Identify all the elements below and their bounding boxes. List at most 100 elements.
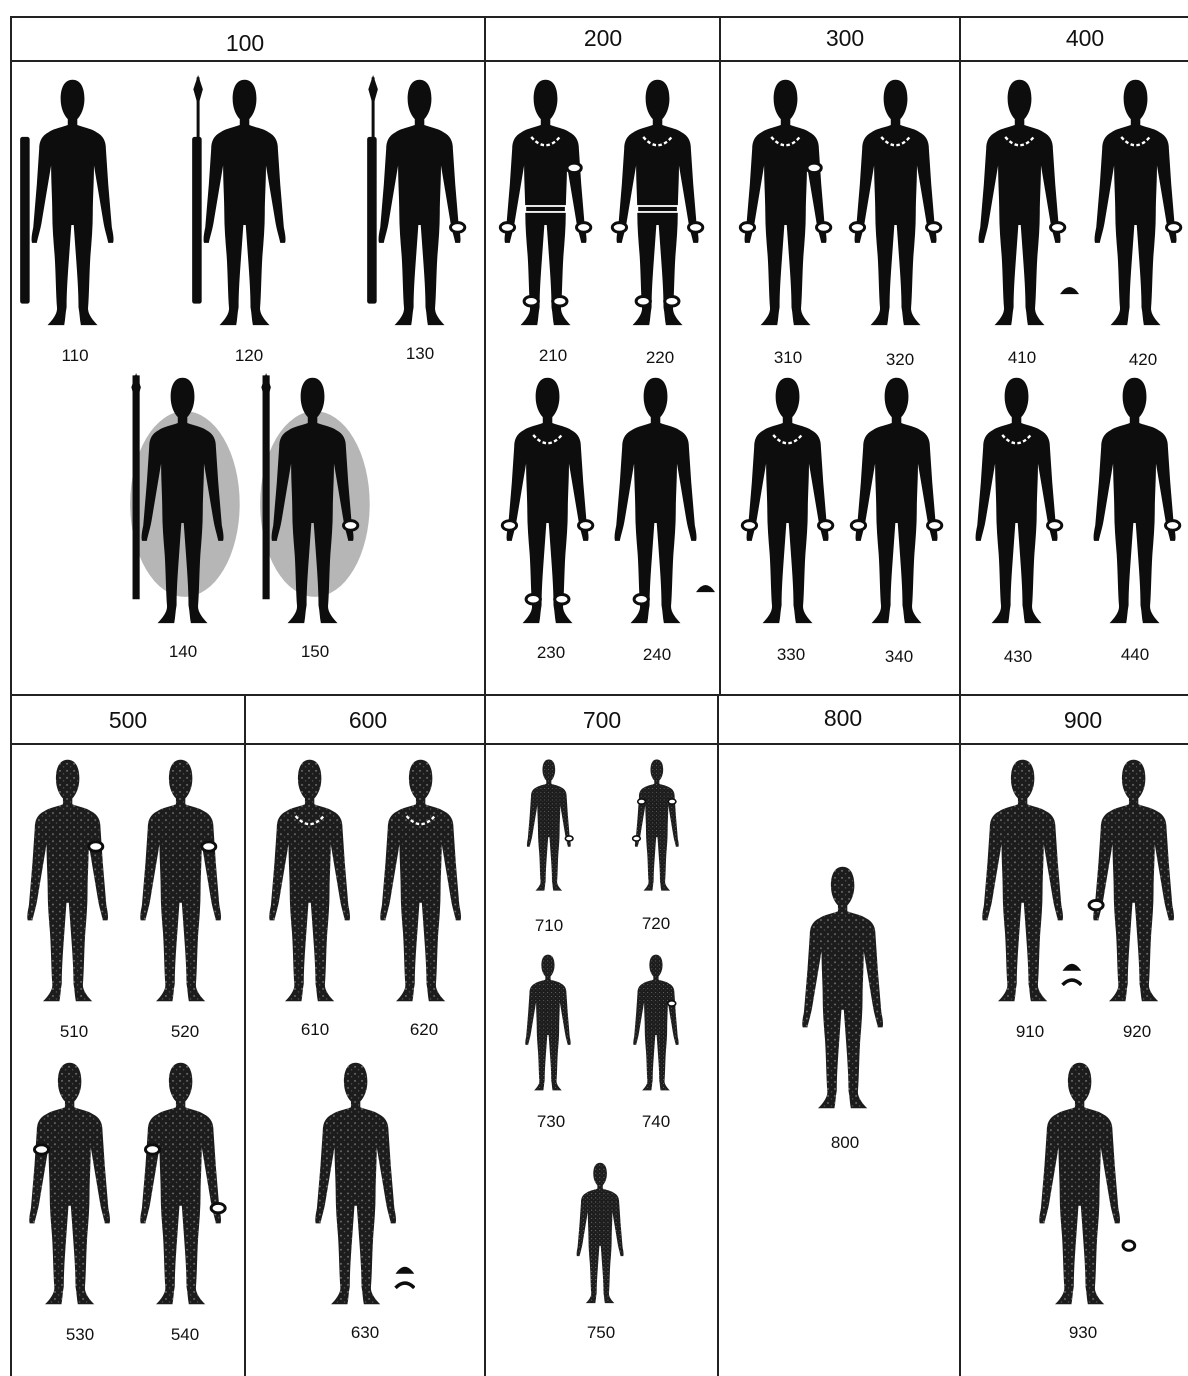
figure-label-920: 920 (1123, 1022, 1151, 1042)
figure-430 (957, 373, 1076, 635)
silhouette-icon (855, 80, 937, 325)
wrist-ring-icon (852, 521, 866, 531)
figure-800 (784, 862, 901, 1120)
armlet-icon (202, 842, 216, 851)
figure-label-530: 530 (66, 1325, 94, 1345)
figure-label-410: 410 (1008, 348, 1036, 368)
armlet-icon (807, 163, 821, 173)
wrist-ring-icon (566, 836, 574, 841)
stipple-texture (527, 760, 571, 891)
figure-label-720: 720 (642, 914, 670, 934)
figure-label-740: 740 (642, 1112, 670, 1132)
shield-icon (368, 137, 378, 304)
figure-610 (251, 755, 368, 1013)
figure-440 (1075, 373, 1188, 635)
figure-label-140: 140 (169, 642, 197, 662)
ankle-ring-icon (635, 594, 649, 604)
cap-icon (396, 1267, 415, 1274)
figure-420 (1076, 75, 1188, 337)
silhouette-icon (747, 378, 829, 623)
wrist-ring-icon (817, 223, 831, 233)
figure-130 (360, 75, 479, 337)
figure-label-620: 620 (410, 1020, 438, 1040)
wrist-ring-icon (613, 223, 627, 233)
figure-330 (728, 373, 847, 635)
armlet-icon (567, 163, 581, 173)
divider-700-800 (717, 694, 719, 1376)
armlet-icon (668, 799, 676, 804)
figure-150 (253, 373, 372, 635)
figure-410 (960, 75, 1079, 337)
silhouette-icon (615, 378, 697, 623)
figure-label-220: 220 (646, 348, 674, 368)
wrist-ring-icon (579, 521, 593, 531)
figure-label-420: 420 (1129, 350, 1157, 370)
silhouette-icon (979, 80, 1061, 325)
wrist-ring-icon (1048, 521, 1062, 531)
silhouette-icon (745, 80, 827, 325)
shield-icon (21, 137, 31, 304)
figure-label-330: 330 (777, 645, 805, 665)
armlet-icon (35, 1145, 49, 1154)
divider-500-600 (244, 694, 246, 1376)
ring-icon (1123, 1241, 1135, 1250)
stipple-texture (1094, 760, 1175, 1002)
figure-540 (122, 1058, 239, 1316)
figure-210 (486, 75, 605, 337)
figure-520 (122, 755, 239, 1013)
ankle-ring-icon (527, 594, 541, 604)
figure-label-230: 230 (537, 643, 565, 663)
group-header-900: 900 (1064, 707, 1102, 734)
frame-top-line (10, 16, 1188, 18)
ankle-ring-icon (553, 296, 567, 306)
wrist-ring-icon (1051, 223, 1065, 233)
group-header-700: 700 (583, 707, 621, 734)
header-rule-top (10, 60, 1188, 62)
wrist-ring-icon (741, 223, 755, 233)
figure-label-520: 520 (171, 1022, 199, 1042)
figure-630 (297, 1058, 414, 1316)
figure-750 (566, 1160, 634, 1310)
figure-710 (517, 757, 581, 897)
divider-800-900 (959, 694, 961, 1376)
wrist-ring-icon (501, 223, 515, 233)
stipple-texture (1040, 1063, 1121, 1305)
silhouette-icon (505, 80, 587, 325)
group-header-100: 100 (226, 30, 264, 57)
ankle-ring-icon (555, 594, 569, 604)
armlet-icon (146, 1145, 160, 1154)
figure-620 (362, 755, 479, 1013)
divider-600-700 (484, 694, 486, 1376)
cap-icon (696, 585, 715, 592)
stipple-texture (270, 760, 351, 1002)
figure-label-340: 340 (885, 647, 913, 667)
silhouette-icon (976, 378, 1058, 623)
figure-label-240: 240 (643, 645, 671, 665)
ankle-ring-icon (525, 296, 539, 306)
silhouette-icon (1095, 80, 1177, 325)
silhouette-icon (32, 80, 114, 325)
figure-340 (837, 373, 956, 635)
armlet-icon (668, 1001, 676, 1006)
figure-320 (836, 75, 955, 337)
wrist-ring-icon (689, 223, 703, 233)
group-header-800: 800 (824, 705, 862, 732)
wrist-ring-icon (344, 521, 358, 531)
figure-label-750: 750 (587, 1323, 615, 1343)
figure-110 (13, 75, 132, 337)
figure-label-610: 610 (301, 1020, 329, 1040)
spear-icon (369, 75, 379, 106)
wrist-ring-icon (211, 1203, 225, 1212)
figure-label-150: 150 (301, 642, 329, 662)
group-header-200: 200 (584, 25, 622, 52)
silhouette-icon (617, 80, 699, 325)
figure-730 (515, 952, 581, 1097)
group-header-300: 300 (826, 25, 864, 52)
figure-930 (1021, 1058, 1138, 1316)
silhouette-icon (379, 80, 461, 325)
wrist-ring-icon (851, 223, 865, 233)
ankle-ring-icon (637, 296, 651, 306)
figure-label-430: 430 (1004, 647, 1032, 667)
shield-icon (193, 137, 203, 304)
section-divider-line (10, 694, 1188, 696)
